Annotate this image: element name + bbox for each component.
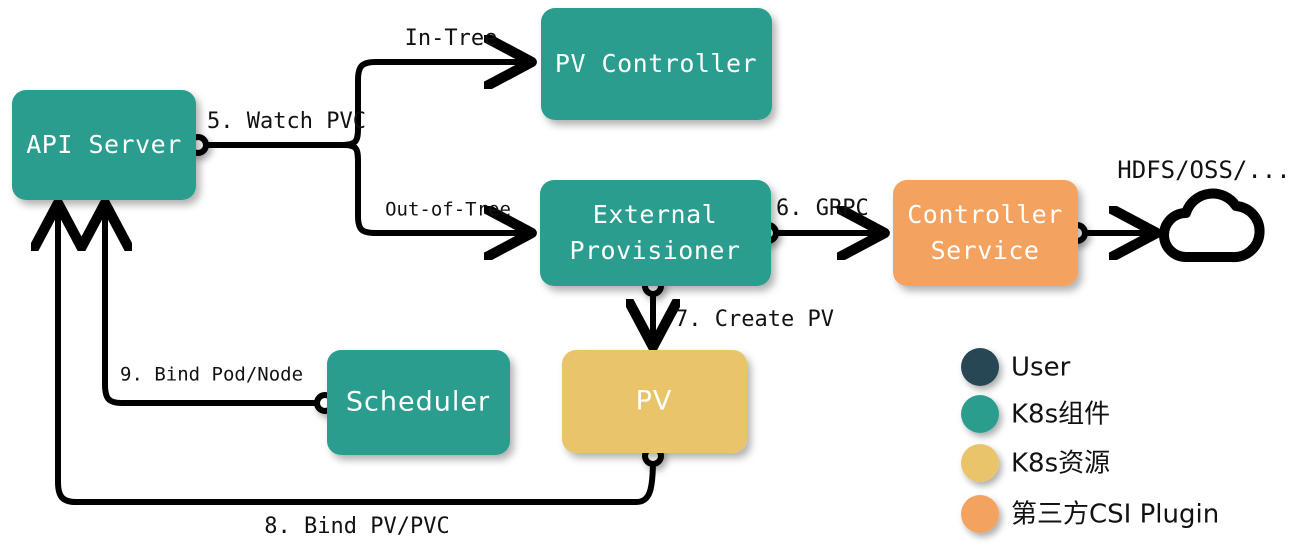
node-scheduler[interactable]: Scheduler [327, 350, 510, 455]
legend-item-user: User [961, 348, 1071, 386]
edge-label-watch-pvc: 5. Watch PVC [207, 109, 366, 134]
node-scheduler-box [327, 350, 510, 455]
node-controller-service-label-line2: Service [931, 236, 1040, 265]
edge-label-bind-pv-pvc: 8. Bind PV/PVC [264, 514, 449, 539]
legend-label-k8s-resource: K8s资源 [1011, 449, 1110, 479]
legend-item-k8s-resource: K8s资源 [961, 444, 1110, 482]
legend: User K8s组件 K8s资源 第三方CSI Plugin [961, 348, 1219, 533]
node-api-server-box [12, 90, 196, 200]
legend-swatch-k8s-resource [961, 444, 999, 482]
node-controller-service[interactable]: Controller Service [893, 180, 1078, 286]
legend-label-csi-plugin: 第三方CSI Plugin [1011, 500, 1219, 530]
node-api-server-label: API Server [26, 130, 182, 159]
node-pv-box [562, 350, 747, 453]
edge-label-out-of-tree: Out-of-Tree [385, 199, 511, 221]
node-external-provisioner-label-line2: Provisioner [569, 236, 740, 265]
node-pv-label: PV [636, 386, 673, 417]
edge-label-bind-pod-node: 9. Bind Pod/Node [120, 364, 303, 386]
edge-label-create-pv: 7. Create PV [675, 307, 834, 332]
node-storage-cloud[interactable]: HDFS/OSS/... [1117, 156, 1291, 263]
legend-item-csi-plugin: 第三方CSI Plugin [961, 495, 1219, 533]
legend-swatch-user [961, 348, 999, 386]
node-pv-controller-label: PV Controller [555, 49, 757, 78]
legend-label-k8s-component: K8s组件 [1011, 400, 1110, 430]
node-pv-controller[interactable]: PV Controller [541, 8, 772, 120]
node-external-provisioner-label-line1: External [593, 200, 717, 229]
node-scheduler-label: Scheduler [346, 387, 490, 418]
node-external-provisioner[interactable]: External Provisioner [540, 180, 771, 286]
edge-bind-pv-pvc [58, 208, 656, 505]
legend-swatch-k8s-component [961, 395, 999, 433]
legend-label-user: User [1011, 353, 1071, 383]
node-pv[interactable]: PV [562, 350, 747, 453]
node-controller-service-box [893, 180, 1078, 286]
node-external-provisioner-box [540, 180, 771, 286]
edge-watch-pvc-out-of-tree [343, 142, 527, 233]
node-controller-service-label-line1: Controller [907, 200, 1063, 229]
node-api-server[interactable]: API Server [12, 90, 196, 200]
node-storage-cloud-label: HDFS/OSS/... [1117, 156, 1290, 184]
legend-item-k8s-component: K8s组件 [961, 395, 1110, 433]
edge-label-in-tree: In-Tree [405, 26, 498, 51]
edge-label-grpc: 6. GRPC [776, 196, 869, 221]
cloud-icon [1159, 188, 1265, 263]
edge-bind-pod-node [105, 208, 322, 406]
legend-swatch-csi-plugin [961, 495, 999, 533]
node-pv-controller-box [541, 8, 772, 120]
